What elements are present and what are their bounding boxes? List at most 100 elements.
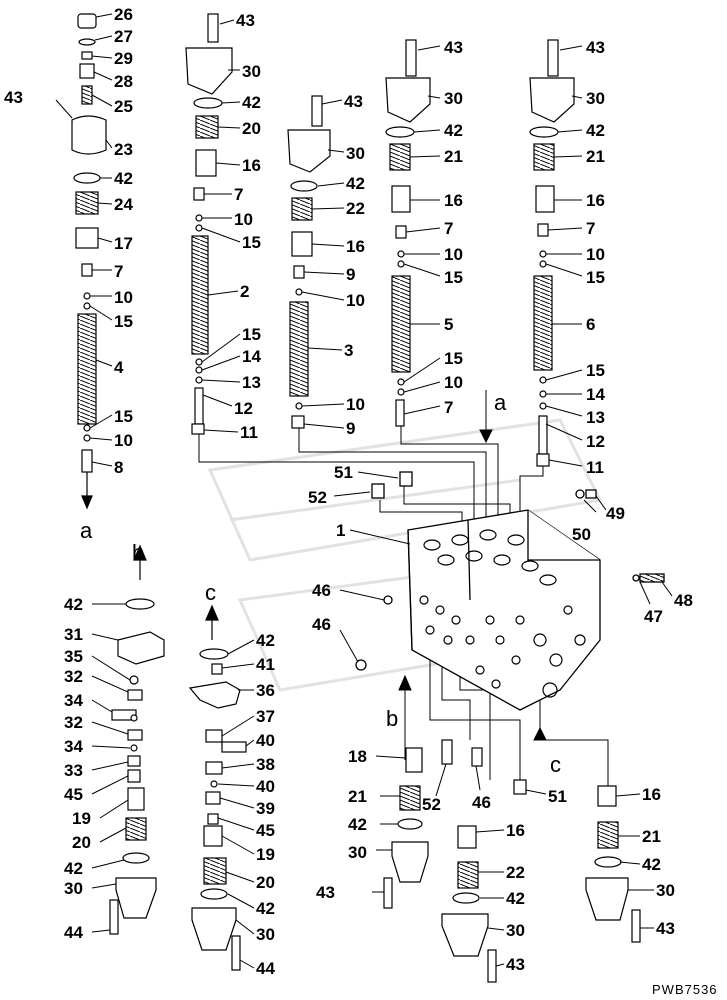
view-marker-c: c [550, 752, 561, 777]
callout-label: 23 [114, 140, 133, 159]
bottom-center-parts [383, 739, 641, 983]
column-4-parts [385, 39, 431, 427]
callout-label: 22 [506, 863, 525, 882]
drawing-code: PWB7536 [652, 982, 718, 997]
callout-label: 47 [644, 607, 663, 626]
callout-label: 30 [346, 144, 365, 163]
callout-label: 3 [344, 341, 353, 360]
callout-label: 30 [256, 925, 275, 944]
subassembly-c-parts [188, 604, 247, 971]
callout-label: 43 [316, 883, 335, 902]
callout-label: 42 [256, 631, 275, 650]
callout-label: 10 [586, 245, 605, 264]
callout-label: 15 [586, 268, 605, 287]
callout-label: 30 [242, 62, 261, 81]
callout-label: 16 [506, 821, 525, 840]
callout-label: 40 [256, 731, 275, 750]
callout-label: 10 [114, 288, 133, 307]
callout-label: 21 [348, 787, 367, 806]
callout-label: 38 [256, 755, 275, 774]
callout-label: 46 [312, 581, 331, 600]
callout-label: 27 [114, 27, 133, 46]
callout-label: 51 [548, 787, 567, 806]
callout-label: 30 [444, 89, 463, 108]
view-marker-a: a [494, 390, 507, 415]
callout-label: 20 [242, 119, 261, 138]
callout-label: 11 [586, 458, 604, 477]
callout-label: 43 [236, 11, 255, 30]
callout-label: 7 [444, 219, 453, 238]
column-5-parts [529, 39, 575, 467]
callout-label: 19 [72, 809, 91, 828]
callout-label: 43 [344, 92, 363, 111]
callout-label: 34 [64, 737, 83, 756]
bottom-center-leaders [372, 755, 654, 967]
callout-label: 36 [256, 681, 275, 700]
callout-label: 10 [234, 210, 253, 229]
callout-label: 32 [64, 667, 83, 686]
callout-label: 16 [642, 785, 661, 804]
callout-label: 31 [64, 625, 83, 644]
callout-label: 9 [346, 419, 355, 438]
callout-label: 42 [64, 859, 83, 878]
column-2-leaders [201, 19, 241, 433]
callout-label: 29 [114, 49, 133, 68]
callout-label: 49 [606, 504, 625, 523]
callout-label: 12 [234, 399, 253, 418]
callout-label: 2 [240, 282, 249, 301]
callout-label: 19 [256, 845, 275, 864]
callout-label: 42 [348, 815, 367, 834]
callout-label: 25 [114, 97, 133, 116]
callout-label: 48 [674, 591, 693, 610]
callout-label: 13 [242, 373, 261, 392]
callout-label: 13 [586, 408, 605, 427]
callout-label: 20 [256, 873, 275, 892]
callout-label: 46 [472, 793, 491, 812]
callout-label: 35 [64, 647, 83, 666]
callout-label: 46 [312, 615, 331, 634]
callout-label: 21 [444, 147, 463, 166]
callout-label: 7 [586, 219, 595, 238]
callout-label: 6 [586, 315, 595, 334]
callout-label: 14 [586, 385, 605, 404]
callout-label: 42 [642, 855, 661, 874]
callout-label: 10 [444, 245, 463, 264]
callout-label: 43 [444, 38, 463, 57]
main-valve-block [355, 471, 665, 711]
callout-label: 44 [256, 959, 275, 978]
callout-label: 52 [422, 795, 441, 814]
callout-label: 43 [506, 955, 525, 974]
callout-label: 11 [240, 423, 258, 442]
callout-label: 22 [346, 199, 365, 218]
callout-label: 30 [64, 879, 83, 898]
callout-label: 8 [114, 458, 123, 477]
callout-label: 10 [444, 373, 463, 392]
callout-label: 40 [256, 777, 275, 796]
callout-label: 7 [444, 398, 453, 417]
view-marker-a: a [80, 518, 93, 543]
callout-label: 32 [64, 713, 83, 732]
callout-label: 24 [114, 195, 133, 214]
column-2-parts [185, 13, 233, 435]
callout-label: 42 [444, 121, 463, 140]
callout-label: 14 [242, 347, 261, 366]
subassembly-b-parts [109, 544, 165, 935]
callout-label: 42 [346, 174, 365, 193]
subassembly-c-leaders [217, 639, 255, 969]
column-5-leaders [545, 45, 583, 467]
callout-label: 15 [444, 349, 463, 368]
callout-label: 42 [242, 93, 261, 112]
callout-label: 42 [64, 595, 83, 614]
callout-label: 10 [346, 291, 365, 310]
callout-label: 15 [242, 325, 261, 344]
callout-label: 45 [256, 821, 275, 840]
callout-label: 30 [586, 89, 605, 108]
view-marker-c: c [205, 580, 216, 605]
callout-label: 50 [572, 525, 591, 544]
callout-label: 30 [348, 843, 367, 862]
block-leaders [333, 471, 673, 663]
view-marker-b: b [386, 706, 398, 731]
callout-label: 17 [114, 234, 133, 253]
callout-label: 43 [586, 38, 605, 57]
